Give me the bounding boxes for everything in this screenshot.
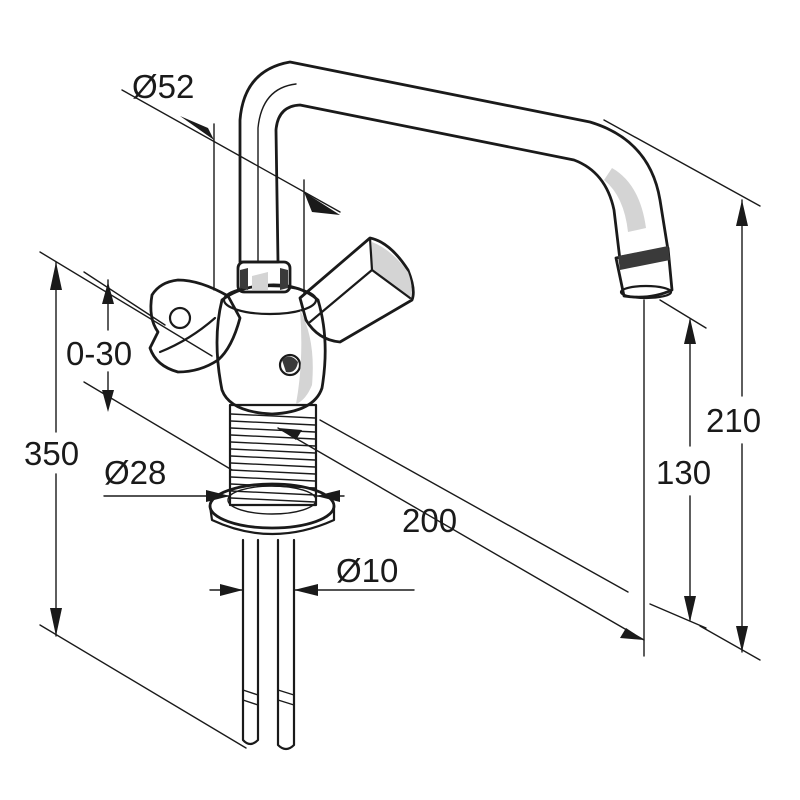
right-lever-handle [298, 236, 415, 344]
outlet-height-label: 130 [656, 454, 711, 491]
dimension-total-height: 210 [603, 119, 761, 661]
dimension-base-diameter: Ø28 [103, 454, 345, 502]
dimension-reach: 200 [277, 299, 645, 657]
dimension-spout-diameter: Ø52 [121, 68, 341, 296]
adjust-range-label: 0-30 [66, 335, 132, 372]
deck-height-label: 350 [24, 435, 79, 472]
dimension-pipe-diameter: Ø10 [209, 552, 415, 596]
pipe-diameter-label: Ø10 [336, 552, 398, 589]
supply-pipes [241, 538, 296, 751]
dimension-outlet-height: 130 [649, 299, 711, 629]
dimension-adjust-range: 0-30 [66, 271, 233, 471]
reach-label: 200 [402, 502, 457, 539]
spout-diameter-label: Ø52 [132, 68, 194, 105]
total-height-label: 210 [706, 402, 761, 439]
threaded-shank [228, 403, 318, 507]
left-lever-handle [148, 278, 242, 374]
collar-nut [236, 260, 292, 294]
dimension-deck-height: 350 [24, 251, 247, 749]
faucet [148, 60, 674, 751]
base-diameter-label: Ø28 [104, 454, 166, 491]
valve-body [215, 283, 327, 416]
swivel-spout [238, 60, 674, 300]
